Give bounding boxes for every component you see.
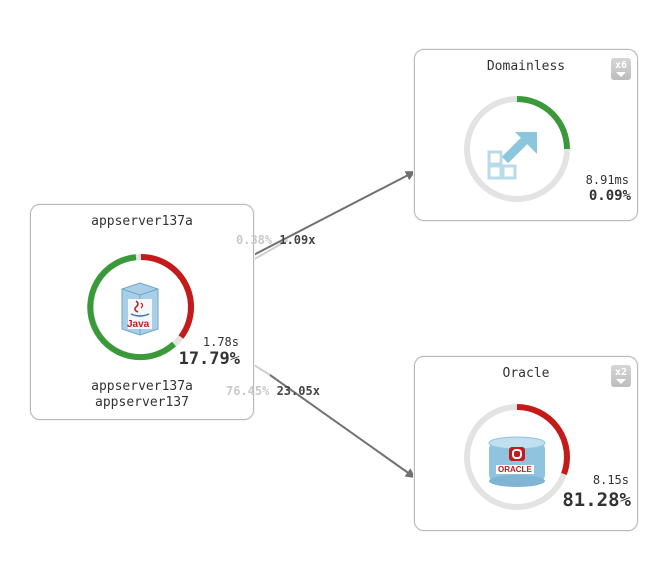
edge-error-rate: 76.45% — [226, 384, 270, 398]
chevron-down-icon — [616, 72, 626, 77]
badge-count: x6 — [614, 60, 628, 71]
node-oracle[interactable]: Oracle x2 ORACLE 8.15s 81.28% — [414, 356, 638, 531]
domainless-arrow-icon — [487, 130, 541, 184]
node-appserver[interactable]: appserver137a Java 1.78s 17.79% appserve… — [30, 204, 254, 420]
edge-call-count: 23.05x — [269, 384, 320, 398]
oracle-database-icon: ORACLE — [485, 435, 549, 487]
health-ring — [87, 254, 194, 361]
edge-call-count: 1.09x — [272, 233, 316, 247]
node-domainless[interactable]: Domainless x6 8.91ms 0.09% — [414, 49, 638, 221]
response-time: 8.15s — [592, 473, 629, 487]
edge-error-rate: 0.38% — [236, 233, 273, 247]
edge-to-domainless[interactable] — [239, 171, 416, 263]
oracle-label: ORACLE — [496, 465, 534, 474]
ring-error-segment — [516, 404, 570, 476]
ring-error-segment — [140, 254, 194, 339]
badge-count: x2 — [614, 367, 628, 378]
chevron-down-icon — [616, 379, 626, 384]
response-time: 1.78s — [202, 335, 239, 349]
node-sub-label-1: appserver137a — [91, 379, 193, 394]
time-percentage: 0.09% — [588, 188, 631, 204]
ring-ok-segment — [516, 96, 570, 150]
health-ring — [464, 96, 570, 202]
instance-count-badge[interactable]: x2 — [611, 365, 631, 387]
node-title: Oracle — [502, 366, 550, 381]
instance-count-badge[interactable]: x6 — [611, 58, 631, 80]
node-sub-label-2: appserver137 — [95, 395, 189, 410]
health-ring — [464, 404, 570, 510]
response-time: 8.91ms — [585, 173, 629, 187]
java-app-icon: Java — [119, 281, 161, 337]
time-percentage: 17.79% — [178, 349, 240, 369]
java-label: Java — [127, 319, 150, 330]
edge-to-oracle[interactable] — [269, 374, 416, 479]
time-percentage: 81.28% — [562, 489, 631, 511]
ring-ok-segment — [87, 254, 177, 361]
node-title: appserver137a — [91, 214, 193, 229]
node-title: Domainless — [486, 59, 566, 74]
edge-label-oracle: 76.45% 23.05x — [226, 384, 320, 398]
edge-label-domainless: 0.38% 1.09x — [236, 233, 315, 247]
